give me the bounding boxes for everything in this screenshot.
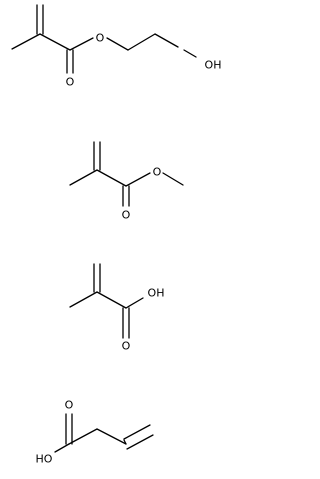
bond bbox=[126, 434, 154, 450]
bond bbox=[54, 443, 70, 453]
bond bbox=[106, 37, 129, 51]
bond bbox=[183, 49, 197, 58]
molecule-methyl-methacrylate: O O bbox=[69, 141, 184, 222]
bond bbox=[39, 33, 71, 51]
bond bbox=[96, 169, 127, 187]
bond bbox=[125, 172, 151, 187]
bond bbox=[68, 428, 98, 445]
bond bbox=[69, 169, 98, 186]
bond bbox=[96, 291, 127, 309]
bond bbox=[125, 297, 144, 309]
bond bbox=[127, 33, 156, 51]
molecule-hydroxyethyl-methacrylate: O O OH bbox=[11, 4, 222, 89]
bond bbox=[162, 172, 184, 186]
bond bbox=[123, 424, 151, 440]
atom-label-o-carbonyl: O bbox=[66, 76, 75, 89]
bond bbox=[11, 33, 41, 50]
atom-label-o-carbonyl: O bbox=[122, 209, 131, 222]
atom-label-o-carbonyl: O bbox=[122, 340, 131, 353]
molecule-methacrylic-acid: OH O bbox=[69, 263, 165, 353]
atom-label-oh: OH bbox=[148, 287, 165, 300]
bond bbox=[69, 37, 94, 51]
atom-label-oh: OH bbox=[205, 59, 222, 72]
structure-canvas: O O OH O O OH O O HO bbox=[11, 4, 222, 466]
bond bbox=[154, 33, 179, 48]
molecule-acrylic-acid: O HO bbox=[36, 399, 154, 466]
bond bbox=[69, 291, 98, 308]
atom-label-ho: HO bbox=[36, 453, 53, 466]
bond bbox=[96, 428, 127, 445]
bond bbox=[123, 439, 127, 445]
atom-label-o-ester: O bbox=[96, 32, 105, 45]
atom-label-o-carbonyl: O bbox=[65, 399, 74, 412]
atom-label-o-ester: O bbox=[153, 166, 162, 179]
